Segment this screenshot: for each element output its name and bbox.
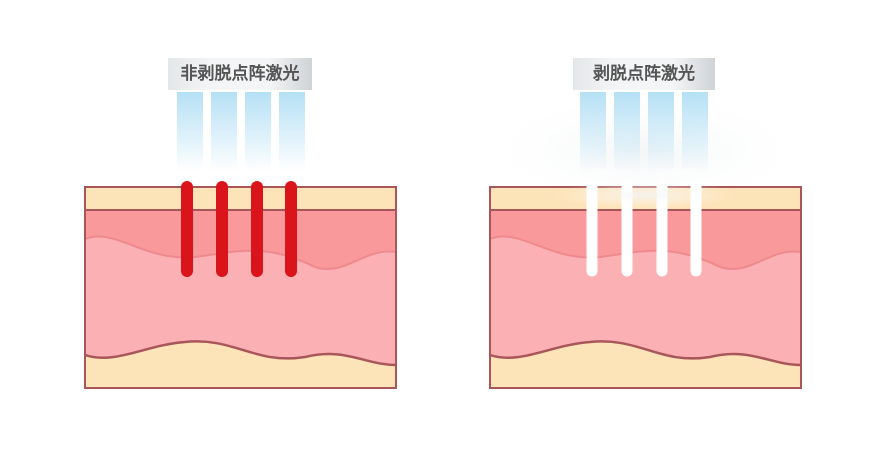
skin-cross-section bbox=[83, 185, 398, 390]
skin-cross-section bbox=[488, 185, 803, 390]
thermal-columns bbox=[181, 181, 297, 277]
ablative-panel bbox=[475, 90, 815, 390]
non-ablative-laser-label: 非剥脱点阵激光 bbox=[168, 58, 312, 90]
ablative-laser-label: 剥脱点阵激光 bbox=[573, 58, 715, 90]
non-ablative-panel bbox=[83, 92, 398, 390]
laser-beams bbox=[580, 92, 708, 172]
laser-beams bbox=[177, 92, 305, 172]
vapor-plume bbox=[475, 90, 815, 210]
